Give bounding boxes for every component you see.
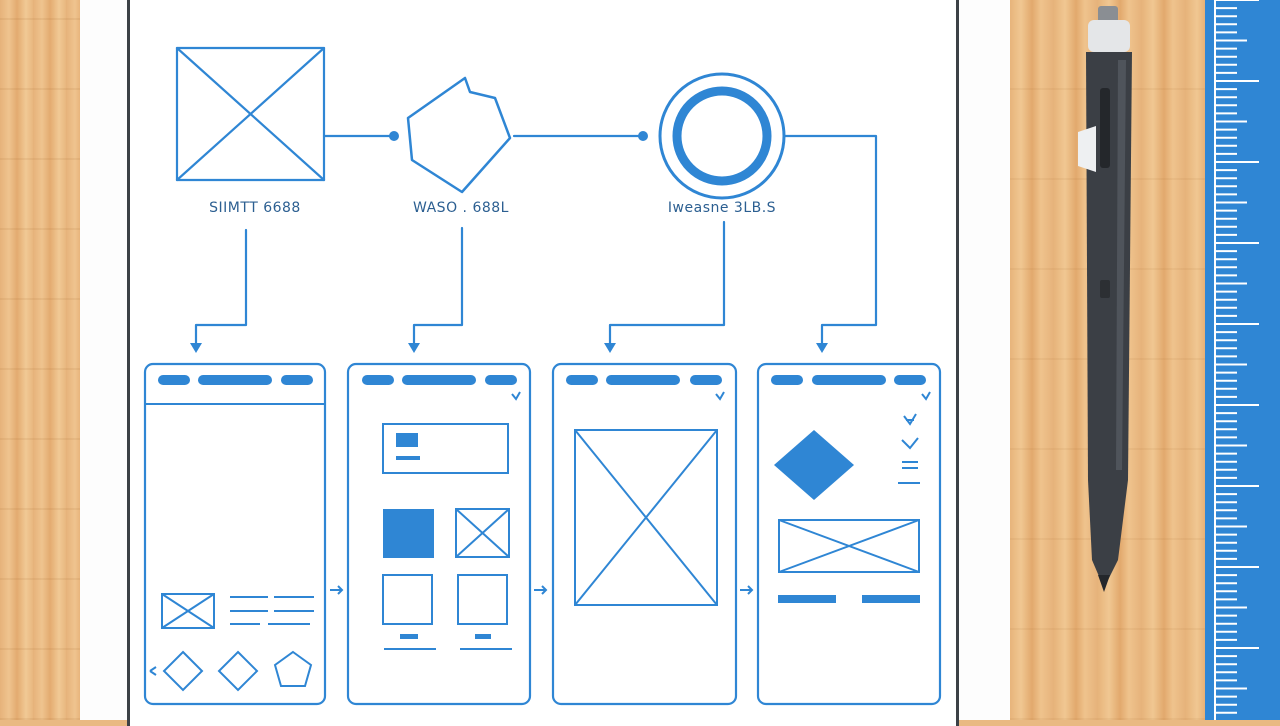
connector-dot <box>389 131 399 141</box>
arrowhead <box>816 343 828 353</box>
screen-3 <box>551 362 738 706</box>
arrowhead <box>190 343 202 353</box>
screen-1 <box>143 362 327 706</box>
pen <box>1078 6 1132 592</box>
connector-2-screen-2 <box>412 226 464 346</box>
node-polygon <box>406 76 512 194</box>
caption-node-1: SIIMTT 6688 <box>209 200 301 216</box>
node-image-placeholder <box>175 46 326 182</box>
node-double-circle <box>658 72 786 200</box>
caption-node-3: Iweasne 3LB.S <box>667 200 777 216</box>
ruler <box>1205 0 1280 720</box>
screen-2 <box>346 362 532 706</box>
caption-node-2: WASO . 688L <box>413 200 509 216</box>
connector-dot <box>638 131 648 141</box>
connector-3-screen-4 <box>782 134 878 346</box>
ruler-ticks <box>1214 0 1259 720</box>
arrowhead <box>604 343 616 353</box>
wood-desk-left <box>0 0 80 720</box>
screen-4 <box>756 362 942 706</box>
connector-1-screen-1 <box>194 228 248 346</box>
connector-3-screen-3 <box>608 220 726 346</box>
arrowhead <box>408 343 420 353</box>
